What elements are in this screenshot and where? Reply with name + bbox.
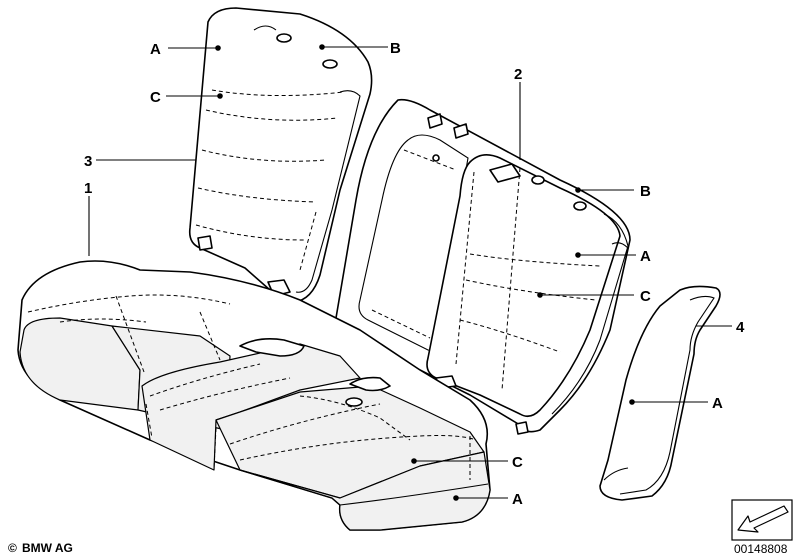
arrow-icon [731, 499, 793, 541]
part-1-seat-cushion-cover [17, 260, 491, 531]
part-3-left-backrest-cover [188, 7, 373, 303]
callout-c-seat-cushion: C [512, 454, 523, 471]
callout-part-2: 2 [514, 66, 522, 83]
leader-lines [88, 44, 732, 501]
callout-a-left-backrest: A [150, 41, 161, 58]
part-2-right-backrest-cover [335, 98, 631, 435]
callout-b-left-backrest: B [390, 40, 401, 57]
callout-c-right-backrest: C [640, 288, 651, 305]
copyright-symbol: © [8, 541, 17, 555]
footer: © BMW AG 00148808 [8, 541, 788, 556]
callout-part-3: 3 [84, 153, 92, 170]
callout-a-seat-cushion: A [512, 491, 523, 508]
callout-a-right-backrest: A [640, 248, 651, 265]
part-4-side-bolster-cover [599, 285, 721, 501]
callout-b-right-backrest: B [640, 183, 651, 200]
callout-a-bolster: A [712, 395, 723, 412]
callout-part-4: 4 [736, 319, 745, 336]
callout-c-left-backrest: C [150, 89, 161, 106]
callout-labels: A B C 3 1 2 B A C 4 A C A [84, 40, 745, 508]
callout-part-1: 1 [84, 180, 92, 197]
copyright-text: BMW AG [22, 541, 73, 555]
diagram-number: 00148808 [734, 542, 788, 556]
